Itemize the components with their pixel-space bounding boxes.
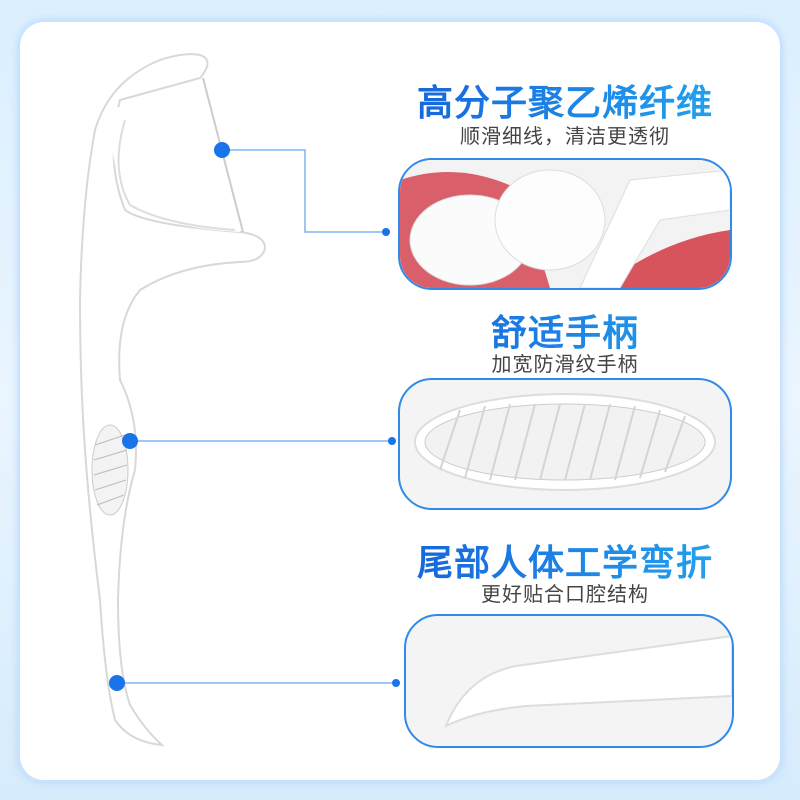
floss-teeth-image xyxy=(398,158,732,290)
tail-illustration xyxy=(444,634,732,729)
tail-bend-image xyxy=(404,614,734,748)
feature-3-subtitle: 更好贴合口腔结构 xyxy=(481,582,649,606)
callout-dot xyxy=(214,142,230,158)
handle-texture-image xyxy=(398,378,732,510)
feature-2-title: 舒适手柄 xyxy=(400,304,730,356)
teeth-illustration xyxy=(400,160,730,288)
feature-1-title: 高分子聚乙烯纤维 xyxy=(400,74,730,126)
feature-1-subtitle: 顺滑细线，清洁更透彻 xyxy=(460,124,670,148)
grip-illustration xyxy=(414,393,716,491)
feature-3-title: 尾部人体工学弯折 xyxy=(400,534,730,586)
feature-2-subtitle: 加宽防滑纹手柄 xyxy=(491,352,639,376)
